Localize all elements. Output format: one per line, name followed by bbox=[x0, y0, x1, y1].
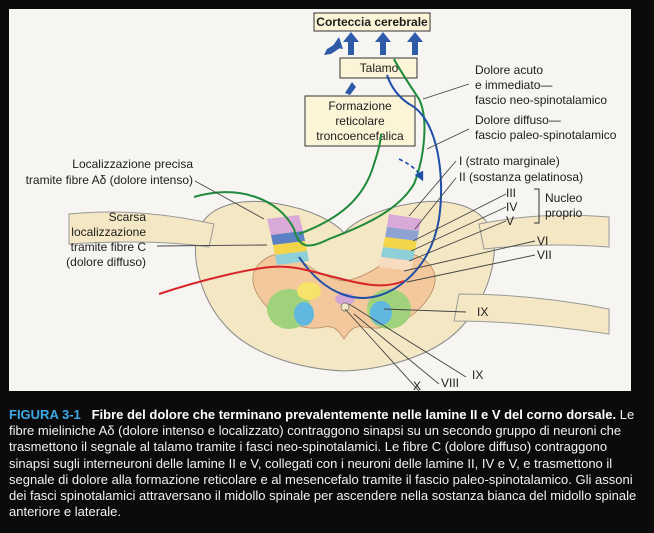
label-lamina-IV: IV bbox=[506, 200, 517, 214]
label-lamina-II: II (sostanza gelatinosa) bbox=[459, 170, 583, 184]
green-path bbox=[193, 58, 426, 247]
caption-number: FIGURA 3-1 bbox=[9, 407, 81, 422]
cortex-box bbox=[313, 12, 431, 32]
right-dorsal-horn-laminae bbox=[379, 214, 421, 271]
label-acute-1: Dolore acuto bbox=[475, 63, 543, 77]
reticular-label-2: reticolare bbox=[335, 114, 385, 128]
caption-body: Le fibre mieliniche Aδ (dolore intenso e… bbox=[9, 407, 637, 520]
cortex-label: Corteccia cerebrale bbox=[316, 15, 428, 29]
thalamus-box bbox=[339, 57, 418, 79]
red-path bbox=[158, 265, 405, 295]
diagram-panel: Corteccia cerebrale Talamo Formazione re… bbox=[9, 9, 631, 391]
dorsal-root-right bbox=[478, 214, 610, 250]
label-lamina-IX-upper: IX bbox=[477, 305, 488, 319]
label-lamina-X: X bbox=[413, 379, 421, 391]
label-scarce-4: (dolore diffuso) bbox=[66, 255, 146, 269]
label-diffuse-2: fascio paleo-spinotalamico bbox=[475, 128, 617, 142]
label-scarce-2: localizzazione bbox=[71, 225, 146, 239]
reticular-box bbox=[304, 95, 416, 147]
label-lamina-III: III bbox=[506, 186, 516, 200]
caption-title: Fibre del dolore che terminano prevalent… bbox=[91, 407, 617, 422]
reticular-label-3: troncoencefalica bbox=[316, 129, 404, 143]
leader-lines bbox=[156, 83, 536, 391]
reticular-to-thalamus-arrow bbox=[345, 82, 356, 95]
label-nucleus-1: Nucleo bbox=[545, 191, 583, 205]
dorsal-root-left bbox=[68, 211, 215, 248]
thalamus-label: Talamo bbox=[360, 61, 399, 75]
label-lamina-IX-lower: IX bbox=[472, 368, 483, 382]
label-lamina-I: I (strato marginale) bbox=[459, 154, 560, 168]
ventral-root-right bbox=[453, 293, 610, 335]
label-lamina-VI: VI bbox=[537, 234, 548, 248]
label-precise-1: Localizzazione precisa bbox=[72, 157, 193, 171]
nucleus-proprius-bracket bbox=[534, 188, 540, 224]
blue-dashed-path bbox=[398, 158, 424, 182]
label-diffuse-1: Dolore diffuso— bbox=[475, 113, 561, 127]
label-acute-3: fascio neo-spinotalamico bbox=[475, 93, 607, 107]
blue-path bbox=[298, 74, 443, 299]
label-nucleus-2: proprio bbox=[545, 206, 583, 220]
cortex-arrows bbox=[324, 32, 423, 55]
label-lamina-VII: VII bbox=[537, 248, 552, 262]
spinal-cord-pain-diagram: Corteccia cerebrale Talamo Formazione re… bbox=[26, 12, 617, 391]
figure-caption: FIGURA 3-1 Fibre del dolore che terminan… bbox=[9, 407, 637, 520]
label-lamina-V: V bbox=[506, 214, 514, 228]
reticular-label-1: Formazione bbox=[328, 99, 392, 113]
label-lamina-VIII: VIII bbox=[441, 376, 459, 390]
label-scarce-1: Scarsa bbox=[109, 210, 147, 224]
label-precise-2: tramite fibre Aδ (dolore intenso) bbox=[26, 173, 193, 187]
label-acute-2: e immediato— bbox=[475, 78, 552, 92]
green-path-2 bbox=[298, 133, 382, 235]
label-scarce-3: tramite fibre C bbox=[71, 240, 147, 254]
